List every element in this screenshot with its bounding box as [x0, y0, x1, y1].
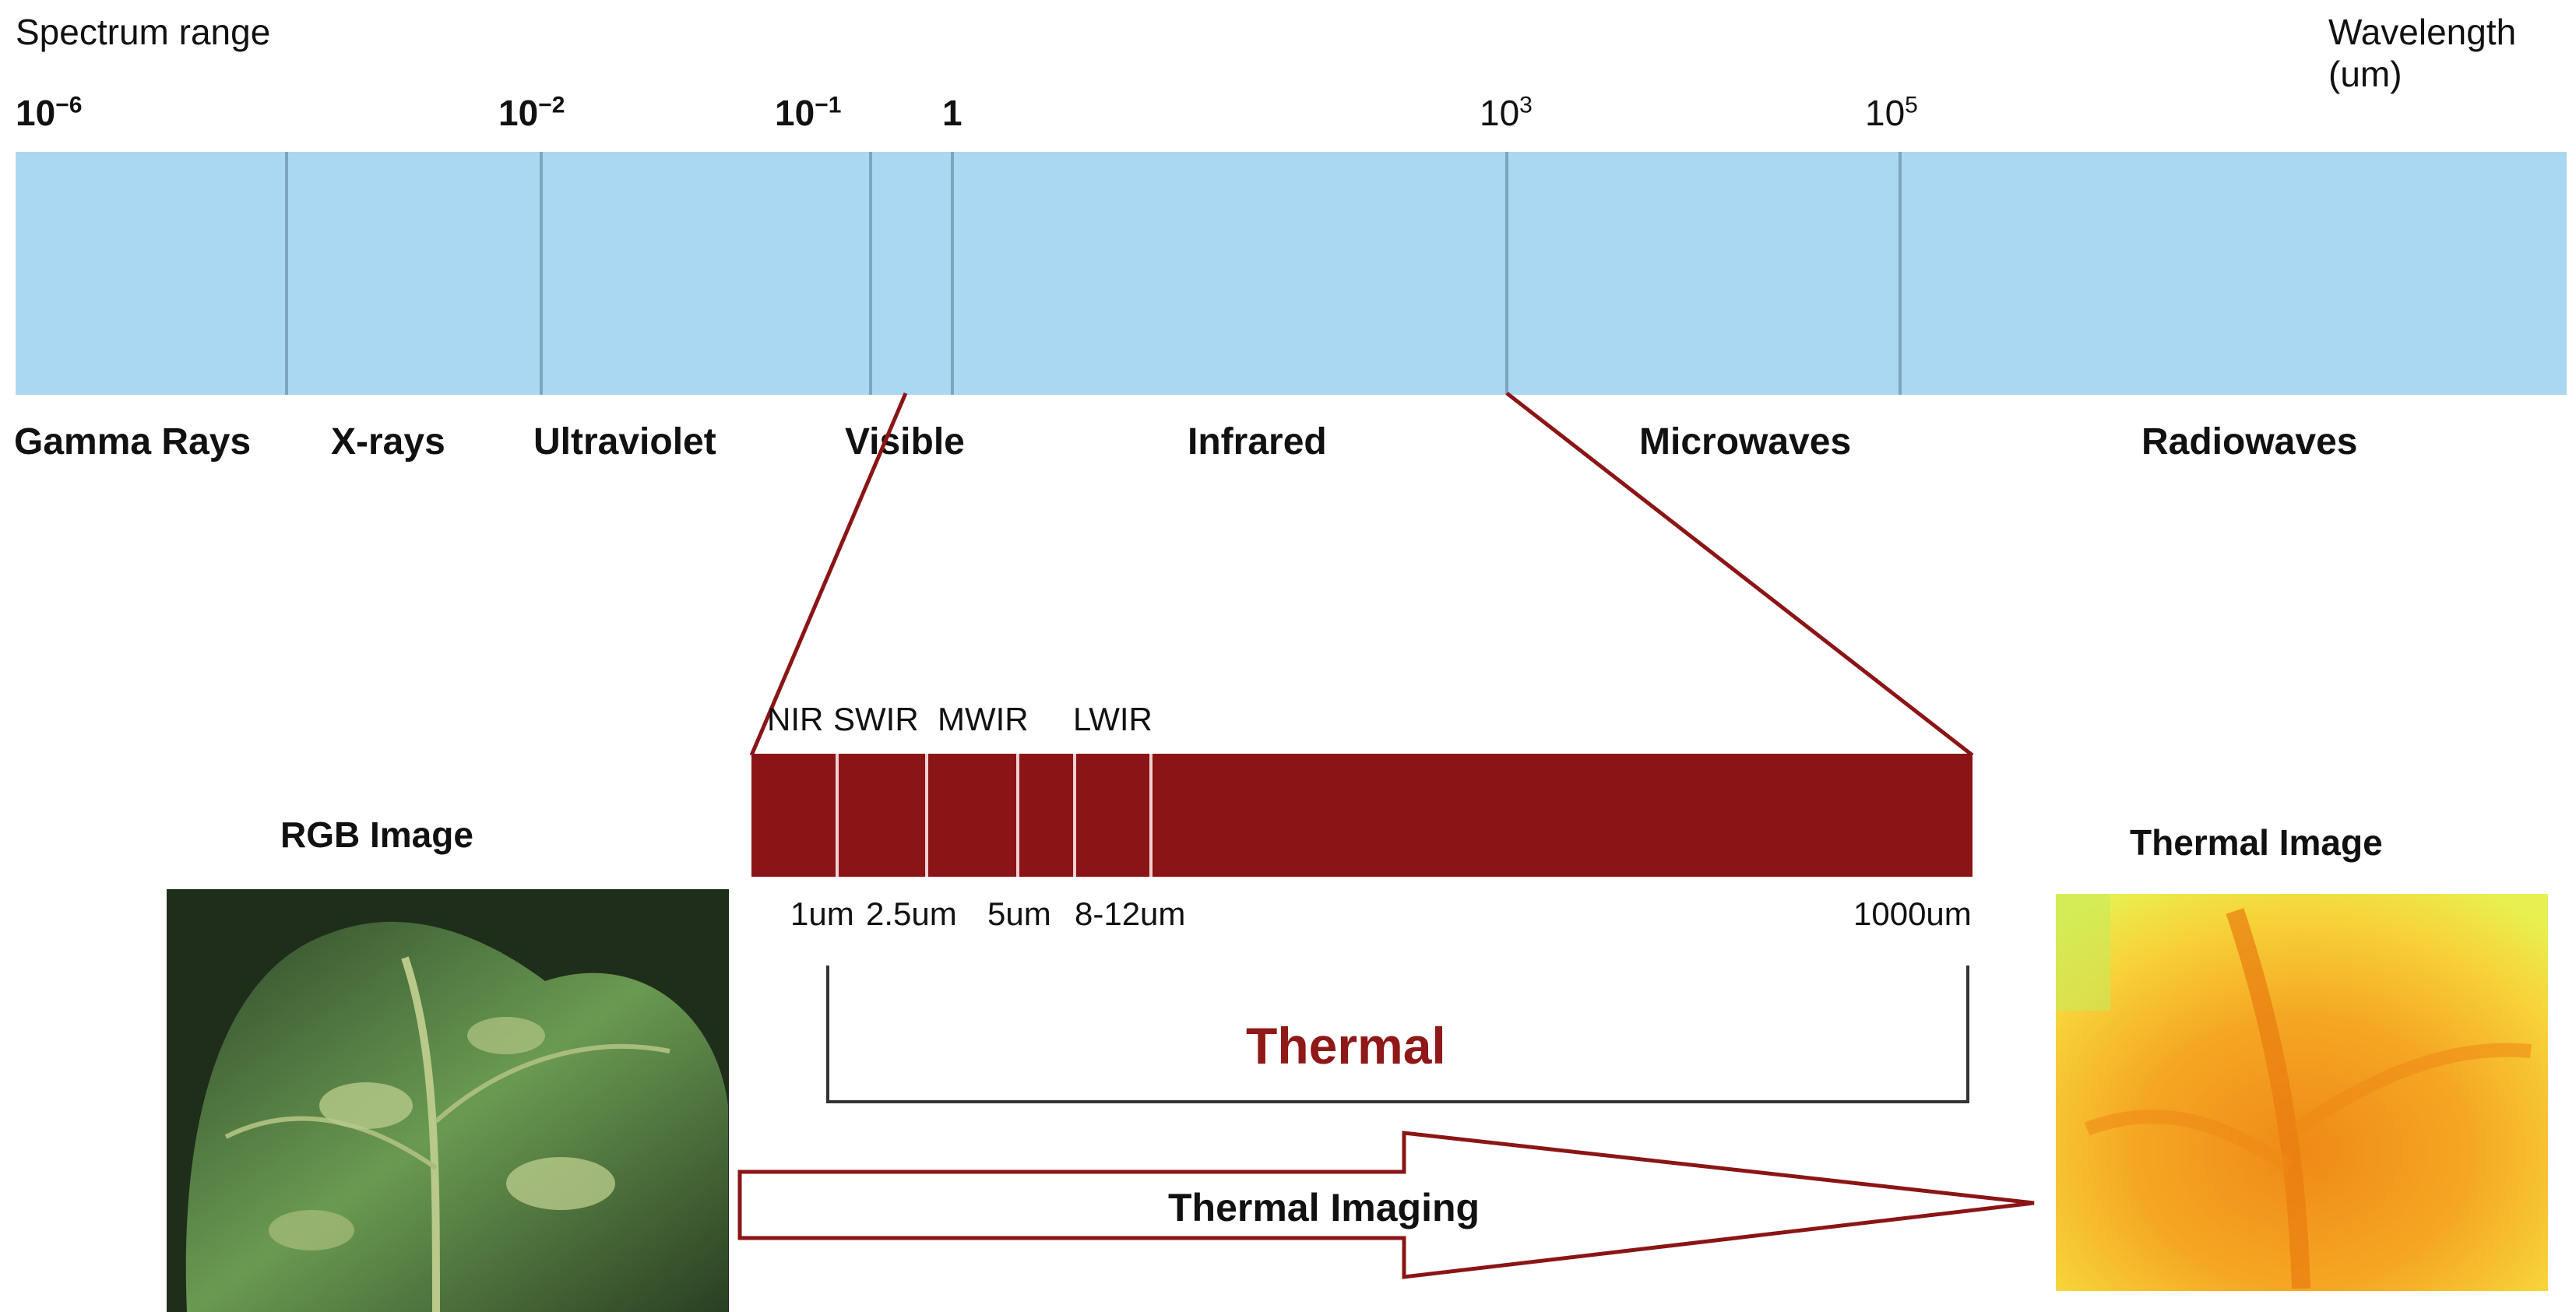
band-label-gamma: Gamma Rays: [14, 421, 252, 463]
tick-label: 105: [1865, 92, 1918, 133]
ir-subband-mwir: MWIR: [938, 701, 1029, 737]
rgb-image-label: RGB Image: [280, 814, 473, 855]
wavelength-unit: (um): [2328, 54, 2402, 94]
spectrum-dividers: [285, 152, 1902, 395]
ir-subband-swir: SWIR: [833, 701, 919, 737]
tick-label: 103: [1480, 92, 1533, 133]
zoom-line-left: [749, 392, 908, 756]
thermal-image-label: Thermal Image: [2130, 822, 2383, 863]
tick-label: 10−2: [498, 92, 565, 133]
ir-subband-lwir: LWIR: [1073, 701, 1153, 737]
ir-wavelength-1um: 1um: [790, 895, 854, 932]
spectrum-bar: [16, 152, 2567, 395]
tick-label: 10−1: [775, 92, 842, 133]
spectrum-range-label: Spectrum range: [16, 12, 271, 52]
zoom-line-right: [1505, 392, 1974, 757]
thermal-label: Thermal: [1246, 1017, 1446, 1075]
ir-wavelength-2-5um: 2.5um: [866, 895, 957, 932]
thermal-bracket: [826, 966, 1969, 1103]
ir-wavelength-1000um: 1000um: [1853, 895, 1972, 932]
wavelength-unit-label: Wavelength (um): [2328, 11, 2516, 95]
rgb-leaf-image: [167, 889, 729, 1312]
tick-label: 1: [942, 93, 962, 133]
ir-bar: [751, 754, 1972, 877]
thermal-imaging-arrow: [737, 1131, 2035, 1279]
band-label-visible: Visible: [845, 421, 965, 463]
ir-subband-nir: NIR: [767, 701, 824, 737]
band-label-ultraviolet: Ultraviolet: [533, 421, 716, 463]
ir-wavelength-5um: 5um: [987, 895, 1051, 932]
band-label-radiowaves: Radiowaves: [2141, 421, 2358, 463]
thermal-image: [2056, 894, 2548, 1291]
ir-wavelength-8-12um: 8-12um: [1075, 895, 1186, 932]
band-label-microwaves: Microwaves: [1639, 421, 1852, 463]
tick-label: 10−6: [16, 92, 83, 133]
band-label-infrared: Infrared: [1188, 421, 1327, 463]
wavelength-label: Wavelength: [2328, 12, 2517, 52]
band-label-xrays: X-rays: [331, 421, 445, 463]
thermal-imaging-label: Thermal Imaging: [1168, 1186, 1480, 1229]
ir-dividers: [836, 754, 1153, 877]
